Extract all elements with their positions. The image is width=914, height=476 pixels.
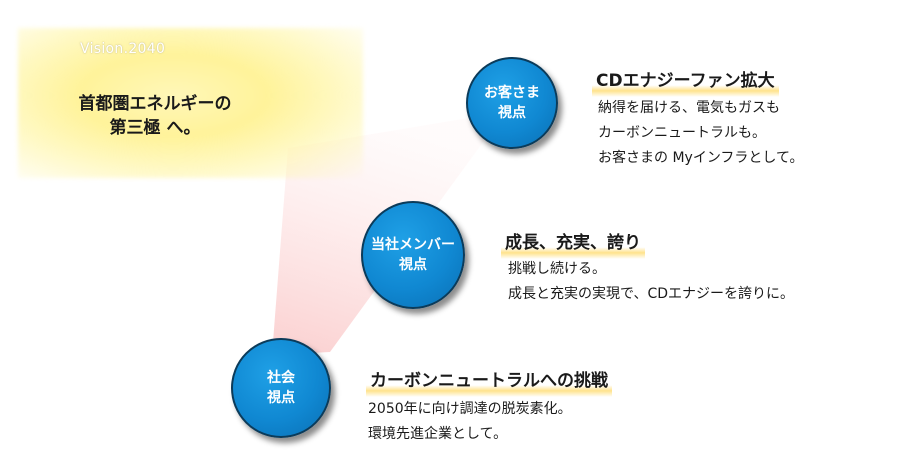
vision-tag: Vision.2040: [80, 41, 166, 57]
description-line: 成長と充実の実現で、CDエナジーを誇りに。: [508, 286, 794, 302]
description-line: 納得を届ける、電気もガスも: [598, 100, 780, 116]
description-line: 挑戦し続ける。: [508, 261, 606, 277]
society-perspective-circle: 社会 視点: [231, 338, 331, 438]
member-heading: 成長、充実、誇り: [501, 228, 645, 259]
society-description: 2050年に向け調達の脱炭素化。 環境先進企業として。: [368, 397, 572, 447]
description-line: カーボンニュートラルも。: [598, 125, 766, 141]
customer-heading: CDエナジーファン拡大: [592, 66, 779, 97]
circle-label-line2: 視点: [399, 257, 427, 273]
description-line: 2050年に向け調達の脱炭素化。: [368, 401, 572, 417]
member-perspective-circle: 当社メンバー 視点: [361, 201, 465, 309]
description-line: 環境先進企業として。: [368, 426, 508, 442]
vision-headline-line1: 首都圏エネルギーの: [78, 94, 232, 114]
society-heading: カーボンニュートラルへの挑戦: [366, 366, 612, 397]
circle-label-line2: 視点: [267, 390, 295, 406]
vision-glow-box: [18, 28, 363, 178]
circle-label-line2: 視点: [498, 105, 526, 121]
circle-label-line1: 社会: [267, 370, 295, 386]
customer-description: 納得を届ける、電気もガスも カーボンニュートラルも。 お客さまの Myインフラと…: [598, 96, 804, 171]
vision-headline: 首都圏エネルギーの 第三極 へ。: [50, 92, 260, 140]
vision-headline-line2: 第三極 へ。: [109, 118, 201, 138]
description-line: お客さまの Myインフラとして。: [598, 150, 804, 166]
member-description: 挑戦し続ける。 成長と充実の実現で、CDエナジーを誇りに。: [508, 257, 794, 307]
circle-label-line1: 当社メンバー: [371, 237, 455, 253]
customer-perspective-circle: お客さま 視点: [466, 57, 558, 149]
circle-label-line1: お客さま: [484, 85, 540, 101]
